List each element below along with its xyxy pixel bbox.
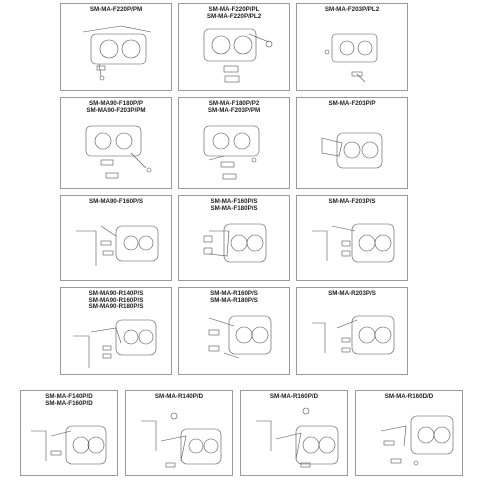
adapter-bracket-drawing bbox=[82, 25, 152, 81]
panel-title: SM-MA-F220P/PL SM-MA-F220P/PL2 bbox=[206, 6, 262, 20]
adapter-bracket-drawing bbox=[85, 125, 152, 179]
panel-title: SM-MA-R140P/D bbox=[154, 393, 204, 400]
diagram-panel-9: SM-MA-F203P/S bbox=[296, 195, 408, 281]
panel-title: SM-MA-F203P/S bbox=[328, 198, 376, 205]
adapter-bracket-drawing bbox=[73, 319, 157, 368]
panel-title: SM-MA-R203P/S bbox=[328, 290, 376, 297]
diagram-panel-11: SM-MA-R160P/S SM-MA-R180P/S bbox=[178, 287, 290, 375]
panel-title: SM-MA-R160P/D bbox=[269, 393, 319, 400]
diagram-panel-1: SM-MA-F220P/PM bbox=[60, 3, 172, 91]
adapter-bracket-drawing bbox=[203, 223, 267, 263]
diagram-panel-14: SM-MA-R140P/D bbox=[125, 390, 233, 476]
diagram-panel-8: SM-MA-F160P/S SM-MA-F180P/S bbox=[178, 195, 290, 281]
diagram-panel-2: SM-MA-F220P/PL SM-MA-F220P/PL2 bbox=[178, 3, 290, 91]
diagram-panel-6: SM-MA-F203P/P bbox=[296, 97, 408, 189]
panel-title: SM-MA-F203P/P bbox=[328, 100, 376, 107]
diagram-panel-12: SM-MA-R203P/S bbox=[296, 287, 408, 375]
panel-title: SM-MA90-F180P/P SM-MA90-F203P/PM bbox=[86, 100, 146, 114]
diagram-panel-3: SM-MA-F203P/PL2 bbox=[296, 3, 408, 91]
diagram-panel-16: SM-MA-R160D/D bbox=[355, 390, 463, 476]
diagram-panel-5: SM-MA-F180P/P2 SM-MA-F203P/PM bbox=[178, 97, 290, 189]
adapter-bracket-drawing bbox=[31, 425, 107, 465]
adapter-bracket-drawing bbox=[141, 412, 222, 468]
panel-title: SM-MA-F180P/P2 SM-MA-F203P/PM bbox=[207, 100, 261, 114]
diagram-panel-15: SM-MA-R160P/D bbox=[240, 390, 348, 476]
diagram-panel-13: SM-MA-F140P/D SM-MA-F160P/D bbox=[20, 390, 118, 476]
adapter-bracket-drawing bbox=[256, 407, 339, 468]
adapter-bracket-drawing bbox=[324, 33, 378, 83]
diagram-panel-7: SM-MA90-F160P/S bbox=[60, 195, 172, 281]
panel-title: SM-MA90-F160P/S bbox=[89, 198, 143, 205]
panel-title: SM-MA-R160D/D bbox=[384, 393, 434, 400]
adapter-bracket-drawing bbox=[203, 28, 273, 83]
diagram-panel-4: SM-MA90-F180P/P SM-MA90-F203P/PM bbox=[60, 97, 172, 189]
panel-title: SM-MA-F160P/S SM-MA-F180P/S bbox=[210, 198, 258, 212]
panel-title: SM-MA-R160P/S SM-MA-R180P/S bbox=[210, 290, 258, 304]
adapter-bracket-drawing bbox=[203, 125, 260, 180]
adapter-bracket-drawing bbox=[312, 315, 395, 355]
adapter-bracket-drawing bbox=[321, 132, 383, 169]
panel-title: SM-MA90-R140P/S SM-MA90-R160P/S SM-MA90-… bbox=[88, 290, 144, 311]
panel-title: SM-MA-F203P/PL2 bbox=[324, 6, 380, 13]
panel-title: SM-MA-F220P/PM bbox=[89, 6, 143, 13]
adapter-bracket-drawing bbox=[208, 315, 272, 359]
adapter-bracket-drawing bbox=[76, 225, 159, 266]
adapter-bracket-drawing bbox=[312, 223, 395, 263]
adapter-bracket-drawing bbox=[380, 415, 454, 466]
panel-title: SM-MA-F140P/D SM-MA-F160P/D bbox=[45, 393, 93, 407]
diagram-panel-10: SM-MA90-R140P/S SM-MA90-R160P/S SM-MA90-… bbox=[60, 287, 172, 375]
